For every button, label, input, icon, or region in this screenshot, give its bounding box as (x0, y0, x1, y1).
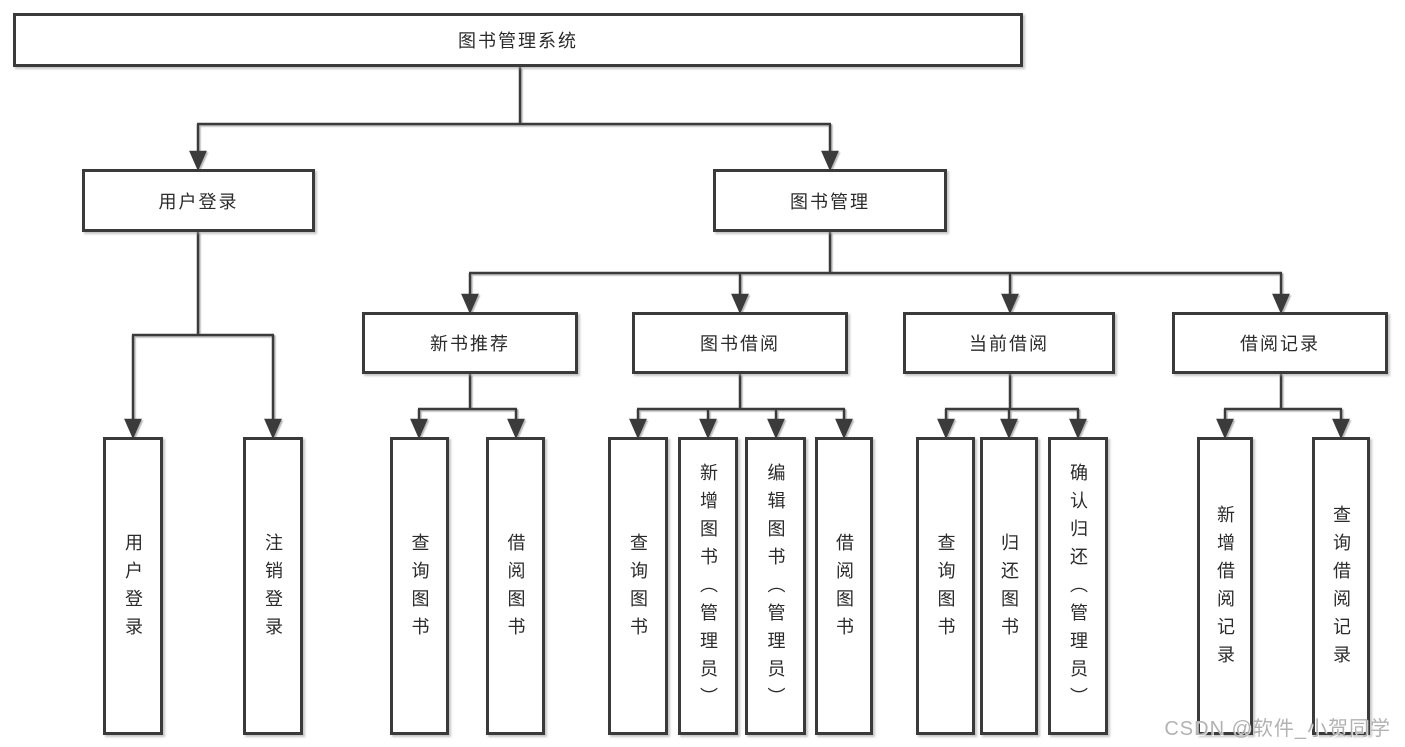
leaf-user-login: 用户登录 (103, 437, 163, 735)
leaf-add-borrow-record: 新增借阅记录 (1197, 437, 1253, 735)
leaf-query-books-recommend: 查询图书 (390, 437, 449, 735)
leaf-borrow-books: 借阅图书 (815, 437, 873, 735)
node-book-management: 图书管理 (713, 169, 947, 232)
leaf-edit-book-admin: 编辑图书（管理员） (745, 437, 806, 735)
node-book-borrowing: 图书借阅 (632, 312, 848, 374)
node-new-book-recommend: 新书推荐 (362, 312, 578, 374)
node-borrowing-records: 借阅记录 (1172, 312, 1388, 374)
node-library-system: 图书管理系统 (13, 13, 1023, 67)
leaf-query-books-borrowing: 查询图书 (608, 437, 668, 735)
leaf-logout: 注销登录 (243, 437, 303, 735)
leaf-query-borrow-record: 查询借阅记录 (1312, 437, 1370, 735)
leaf-add-book-admin: 新增图书（管理员） (678, 437, 738, 735)
leaf-query-books-current: 查询图书 (916, 437, 975, 735)
leaf-confirm-return-admin: 确认归还（管理员） (1048, 437, 1108, 735)
watermark: CSDN @软件_小贺同学 (1164, 718, 1391, 740)
leaf-return-book: 归还图书 (980, 437, 1038, 735)
leaf-borrow-books-recommend: 借阅图书 (486, 437, 545, 735)
node-current-borrowing: 当前借阅 (903, 312, 1115, 374)
node-user-login: 用户登录 (82, 169, 315, 232)
